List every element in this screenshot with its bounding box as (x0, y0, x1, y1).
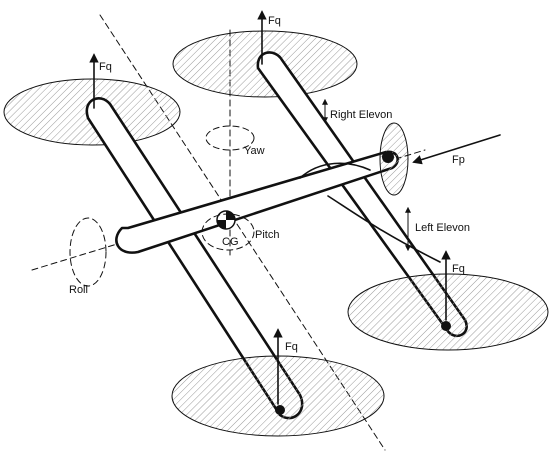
nose-propeller (379, 122, 409, 196)
fp-arrow (412, 134, 501, 165)
label-fq-bottom-right: Fq (452, 263, 465, 275)
hub-bottom-left (275, 405, 285, 415)
cg-quadrant-3 (217, 220, 226, 229)
nose-hub (382, 151, 394, 163)
labels: Fq Fq Fq Fq Fp Right Elevon Left Elevon … (69, 15, 470, 353)
cg-quadrant-1 (226, 211, 235, 220)
hub-bottom-right (441, 321, 451, 331)
rotation-indicators (69, 125, 255, 287)
prop-disc-bottom-right (347, 273, 549, 351)
pitch-rotation-arc (201, 213, 255, 251)
label-right-elevon: Right Elevon (330, 109, 392, 121)
label-left-elevon: Left Elevon (415, 222, 470, 234)
left-elevon-surface (327, 195, 441, 263)
label-pitch: Pitch (255, 229, 279, 241)
right-elevon-surface (299, 162, 371, 179)
label-yaw: Yaw (244, 145, 265, 157)
label-cg: CG (222, 236, 239, 248)
yaw-rotation-arc (205, 125, 255, 151)
label-fp: Fp (452, 154, 465, 166)
label-fq-top-right: Fq (268, 15, 281, 27)
nose-prop-disc (379, 122, 409, 196)
cg-marker (216, 210, 236, 230)
motor-hubs (275, 321, 451, 415)
roll-rotation-arc (69, 217, 107, 287)
label-fq-bottom-left: Fq (285, 341, 298, 353)
label-fq-top-left: Fq (99, 61, 112, 73)
force-arrows (89, 10, 501, 405)
label-roll: Roll (69, 284, 88, 296)
